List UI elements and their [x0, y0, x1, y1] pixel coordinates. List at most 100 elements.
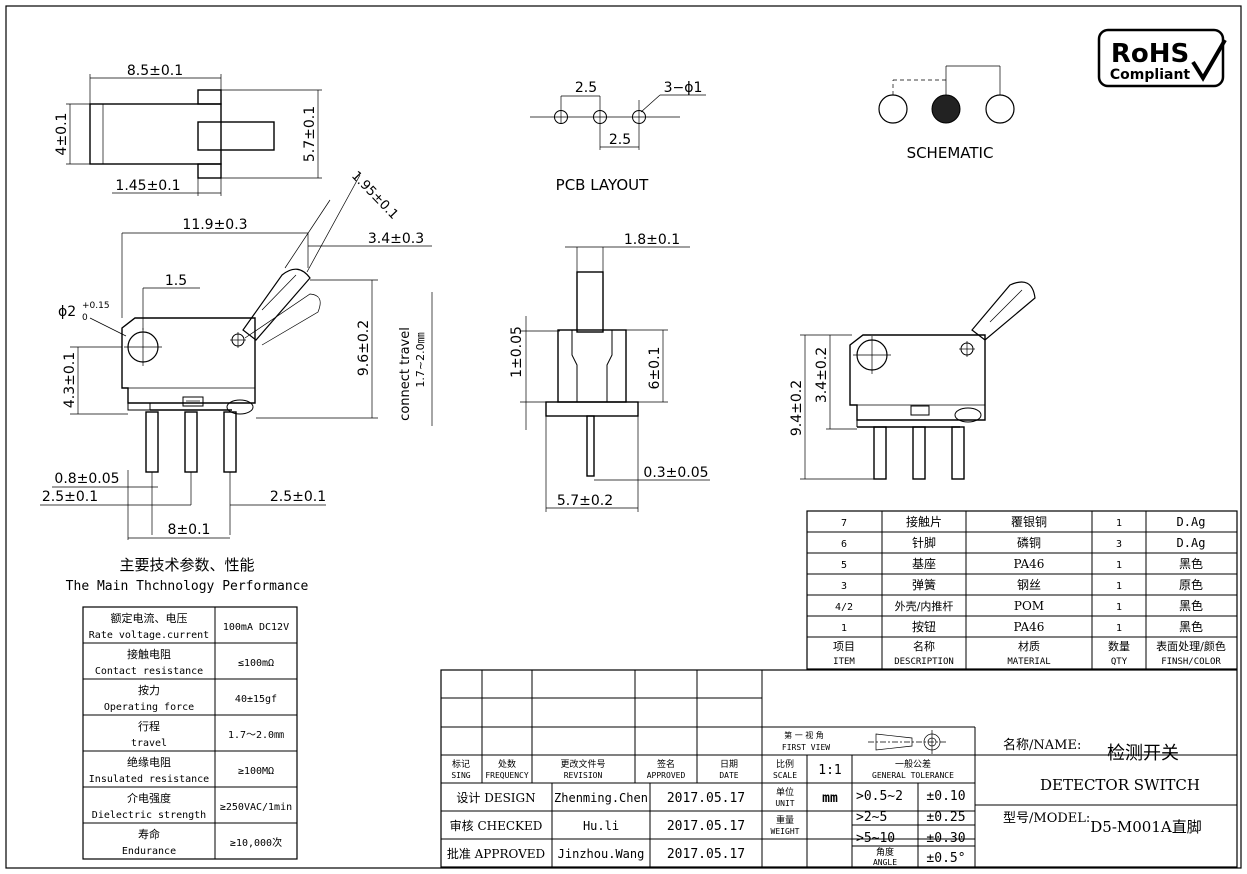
- dim-hole-offset: 1.5: [165, 273, 187, 289]
- scale-value: 1:1: [818, 763, 841, 778]
- svg-text:1.7～2.0㎜: 1.7～2.0㎜: [228, 730, 284, 741]
- svg-text:数量: 数量: [1108, 640, 1130, 653]
- performance-title-en: The Main Thchnology Performance: [66, 579, 309, 594]
- svg-text:DATE: DATE: [719, 771, 738, 780]
- dim-side-left: 1±0.05: [509, 326, 525, 378]
- performance-row: 介电强度 Dielectric strength ≥250VAC/1min: [92, 791, 292, 821]
- svg-text:表面处理/颜色: 表面处理/颜色: [1156, 639, 1226, 653]
- pcb-pitch-top: 2.5: [575, 80, 597, 96]
- svg-text:4/2: 4/2: [835, 602, 853, 613]
- dim-side-right: 6±0.1: [647, 347, 663, 390]
- dim-top-right: 5.7±0.1: [302, 106, 318, 162]
- svg-text:1: 1: [1116, 560, 1122, 571]
- svg-text:名称: 名称: [913, 639, 935, 653]
- svg-text:2017.05.17: 2017.05.17: [667, 847, 745, 862]
- svg-text:更改文件号: 更改文件号: [560, 758, 605, 770]
- svg-text:覆银铜: 覆银铜: [1011, 514, 1047, 529]
- svg-text:QTY: QTY: [1111, 657, 1128, 667]
- svg-text:FIRST VIEW: FIRST VIEW: [782, 743, 830, 752]
- bom-row: 1 按钮 PA46 1 黑色: [841, 619, 1203, 634]
- svg-text:2017.05.17: 2017.05.17: [667, 819, 745, 834]
- dim-pitch-left: 2.5±0.1: [42, 489, 98, 505]
- svg-text:Contact resistance: Contact resistance: [95, 666, 203, 677]
- svg-text:RoHS: RoHS: [1111, 39, 1189, 69]
- top-view: 8.5±0.1 4±0.1 5.7±0.1 1.45±0.1: [54, 63, 322, 196]
- svg-text:5: 5: [841, 560, 847, 571]
- schematic: SCHEMATIC: [878, 65, 1015, 162]
- svg-text:D.Ag: D.Ag: [1177, 515, 1206, 529]
- unit-label-cn: 单位: [776, 786, 794, 798]
- angle-label-en: ANGLE: [873, 858, 897, 867]
- svg-text:7: 7: [841, 518, 847, 529]
- svg-text:额定电流、电压: 额定电流、电压: [111, 611, 188, 625]
- tolerance-row: >0.5~2 ±0.10: [856, 789, 966, 804]
- svg-text:FINSH/COLOR: FINSH/COLOR: [1161, 657, 1221, 667]
- dim-side-top: 1.8±0.1: [624, 232, 680, 248]
- dim-pin-width: 0.8±0.05: [54, 471, 119, 487]
- dim-hole-height: 4.3±0.1: [62, 352, 78, 408]
- svg-text:POM: POM: [1014, 599, 1044, 613]
- svg-text:MATERIAL: MATERIAL: [1007, 657, 1050, 667]
- svg-text:Hu.li: Hu.li: [583, 819, 619, 833]
- dim-pin-thickness: 0.3±0.05: [643, 465, 708, 481]
- svg-text:3: 3: [1116, 539, 1122, 550]
- dim-base-width: 5.7±0.2: [557, 493, 613, 509]
- svg-text:日期: 日期: [720, 759, 738, 770]
- travel-value: 1.7~2.0㎜: [414, 332, 427, 387]
- svg-text:±0.30: ±0.30: [926, 831, 965, 846]
- performance-row: 寿命 Endurance ≥10,000次: [122, 827, 282, 857]
- weight-label-en: WEIGHT: [771, 827, 800, 836]
- weight-label-cn: 重量: [776, 814, 794, 826]
- svg-text:行程: 行程: [138, 720, 160, 733]
- svg-text:PA46: PA46: [1014, 557, 1045, 571]
- tolerance-row: >2~5 ±0.25: [856, 810, 966, 825]
- svg-text:Endurance: Endurance: [122, 846, 176, 857]
- svg-text:基座: 基座: [912, 556, 936, 571]
- svg-text:PA46: PA46: [1014, 620, 1045, 634]
- dim-pitch-right: 2.5±0.1: [270, 489, 326, 505]
- svg-text:±0.25: ±0.25: [926, 810, 965, 825]
- svg-text:D.Ag: D.Ag: [1177, 536, 1206, 550]
- svg-text:6: 6: [841, 539, 847, 550]
- svg-text:2017.05.17: 2017.05.17: [667, 791, 745, 806]
- performance-section: 主要技术参数、性能 The Main Thchnology Performanc…: [66, 556, 309, 860]
- performance-row: 绝缘电阻 Insulated resistance ≥100MΩ: [89, 755, 274, 785]
- pcb-layout: 2.5 2.5 3−ϕ1 PCB LAYOUT: [530, 80, 706, 194]
- right-view: 3.4±0.2 9.4±0.2: [789, 281, 1036, 480]
- svg-text:绝缘电阻: 绝缘电阻: [127, 755, 171, 769]
- performance-title-cn: 主要技术参数、性能: [119, 556, 254, 574]
- svg-text:设计 DESIGN: 设计 DESIGN: [456, 791, 535, 805]
- unit-label-en: UNIT: [775, 799, 794, 808]
- svg-text:1: 1: [1116, 518, 1122, 529]
- dim-right-total: 9.4±0.2: [789, 380, 805, 436]
- part-name-cn: 检测开关: [1107, 743, 1179, 764]
- svg-text:ITEM: ITEM: [833, 657, 855, 667]
- svg-text:Rate voltage.current: Rate voltage.current: [89, 630, 209, 641]
- pcb-holes: 3−ϕ1: [664, 80, 703, 96]
- model-number: D5-M001A直脚: [1090, 818, 1201, 836]
- front-view: 11.9±0.3 1.95±0.1 3.4±0.3 1.5 ϕ2 +0.15 0…: [40, 169, 433, 540]
- svg-text:1: 1: [1116, 602, 1122, 613]
- bom-row: 6 针脚 磷铜 3 D.Ag: [841, 535, 1205, 550]
- bom-row: 4/2 外壳/内推杆 POM 1 黑色: [835, 599, 1203, 613]
- pcb-layout-title: PCB LAYOUT: [556, 176, 650, 194]
- svg-text:≥100MΩ: ≥100MΩ: [238, 766, 274, 777]
- angle-label-cn: 角度: [876, 846, 894, 858]
- svg-text:接触电阻: 接触电阻: [127, 647, 171, 661]
- svg-text:≤100mΩ: ≤100mΩ: [238, 658, 274, 669]
- svg-text:APPROVED: APPROVED: [647, 771, 686, 780]
- sheet-border: [5, 5, 1242, 869]
- dim-lever-offset: 3.4±0.3: [368, 231, 424, 247]
- schematic-title: SCHEMATIC: [907, 144, 994, 162]
- svg-text:按力: 按力: [138, 683, 160, 697]
- svg-text:黑色: 黑色: [1179, 620, 1203, 634]
- svg-text:外壳/内推杆: 外壳/内推杆: [895, 599, 954, 613]
- performance-row: 接触电阻 Contact resistance ≤100mΩ: [95, 647, 274, 677]
- dim-right-inner: 3.4±0.2: [814, 347, 830, 403]
- svg-text:签名: 签名: [657, 758, 675, 770]
- tolerance-row: >5~10 ±0.30: [856, 831, 966, 846]
- svg-text:40±15gf: 40±15gf: [235, 694, 277, 705]
- performance-row: 行程 travel 1.7～2.0㎜: [131, 720, 284, 749]
